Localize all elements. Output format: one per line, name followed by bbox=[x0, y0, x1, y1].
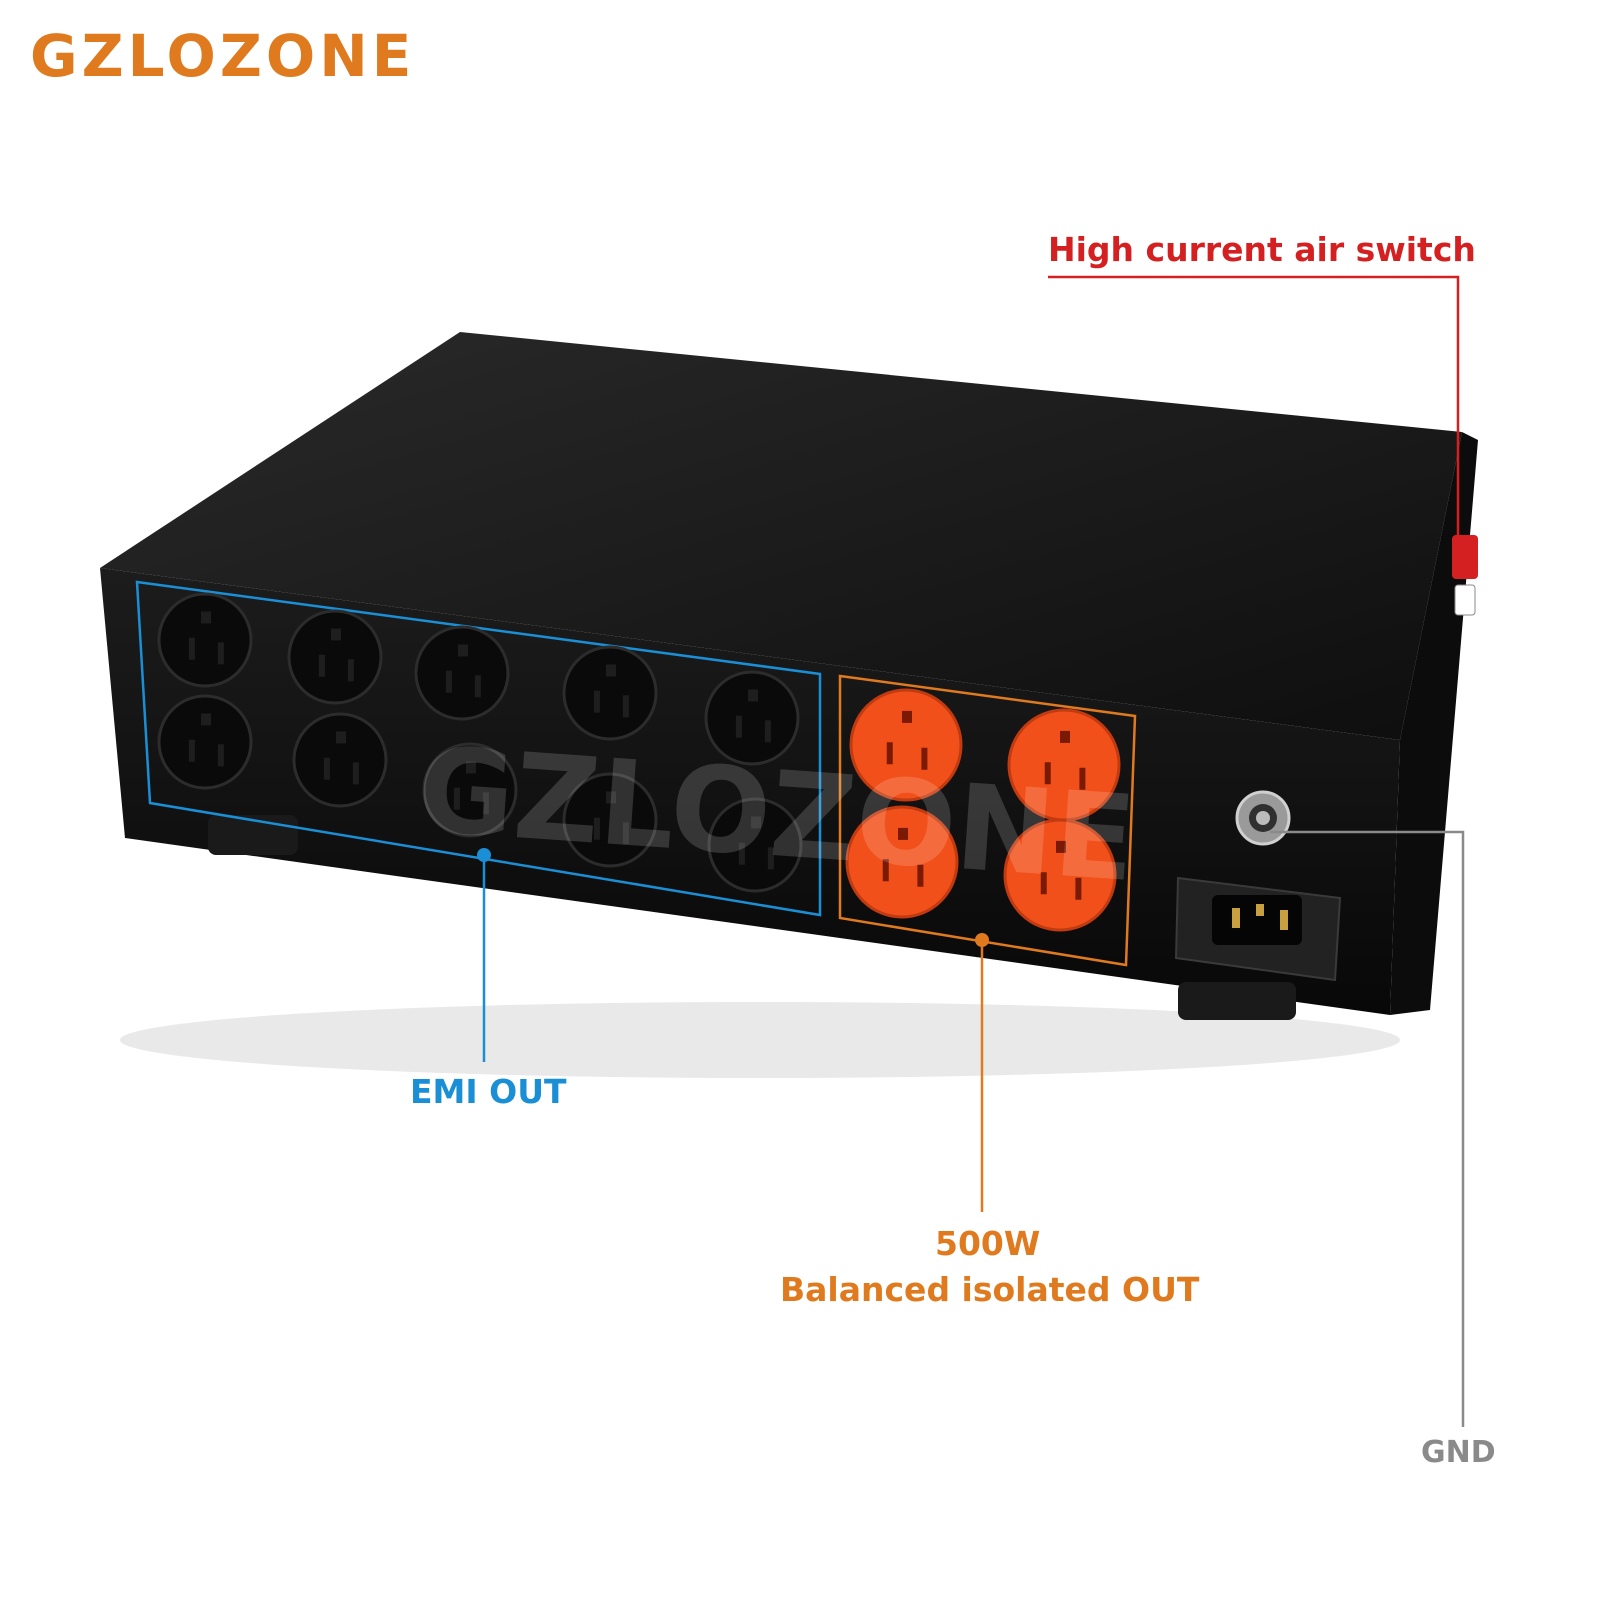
emi-outlet bbox=[157, 592, 253, 688]
balanced-out-watt-label: 500W bbox=[935, 1224, 1041, 1263]
balanced-out-dot bbox=[975, 933, 989, 947]
emi-outlet bbox=[562, 772, 658, 868]
balanced-out-label: Balanced isolated OUT bbox=[780, 1270, 1200, 1309]
balanced-outlet bbox=[849, 688, 963, 802]
air-switch bbox=[1452, 535, 1478, 579]
emi-outlets-group bbox=[157, 592, 803, 893]
balanced-out-frame bbox=[838, 674, 1137, 967]
emi-outlet bbox=[414, 625, 510, 721]
emi-out-frame bbox=[135, 580, 822, 917]
emi-outlet bbox=[562, 645, 658, 741]
balanced-outlet bbox=[1003, 818, 1117, 932]
power-inlet bbox=[1174, 876, 1342, 982]
emi-outlet bbox=[287, 609, 383, 705]
emi-out-dot bbox=[477, 848, 491, 862]
emi-out-label: EMI OUT bbox=[410, 1072, 567, 1111]
air-switch-label: High current air switch bbox=[1048, 230, 1476, 269]
emi-outlet bbox=[707, 797, 803, 893]
emi-outlet bbox=[704, 670, 800, 766]
emi-outlet bbox=[422, 742, 518, 838]
emi-outlet bbox=[157, 694, 253, 790]
chassis-top bbox=[100, 332, 1462, 740]
balanced-outlets-group bbox=[845, 688, 1121, 932]
floor-shadow bbox=[120, 1002, 1400, 1078]
brand-logo: GZLOZONE bbox=[30, 22, 416, 90]
gnd-label: GND bbox=[1421, 1435, 1496, 1470]
air-switch-lever bbox=[1454, 584, 1476, 616]
gnd-leader bbox=[1270, 830, 1465, 1427]
gnd-terminal bbox=[1235, 790, 1291, 846]
air-switch-leader bbox=[1048, 275, 1460, 540]
balanced-outlet bbox=[845, 805, 959, 919]
emi-outlet bbox=[292, 712, 388, 808]
foot-right bbox=[1178, 982, 1296, 1020]
